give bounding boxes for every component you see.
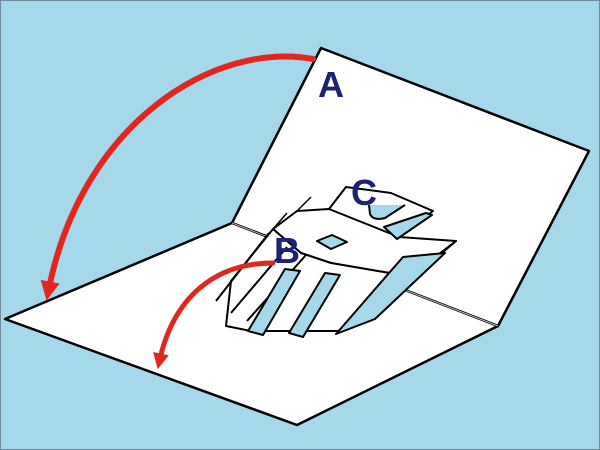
cutout-slot-middle	[316, 234, 348, 250]
popup-left-strip-2	[230, 246, 288, 314]
cutout-slot-top-u	[368, 204, 406, 220]
arrow-b-fold-popup	[153, 260, 276, 370]
cutout-window-2	[288, 272, 341, 338]
cutout-window-1	[247, 268, 301, 336]
popup-cutouts	[247, 204, 446, 338]
label-c: C	[351, 172, 377, 213]
cutout-window-3	[335, 252, 446, 335]
cutout-slot-top-right	[383, 212, 433, 240]
label-b: B	[274, 230, 300, 271]
arrow-a-fold-back-panel	[40, 53, 316, 301]
label-a: A	[318, 64, 344, 105]
